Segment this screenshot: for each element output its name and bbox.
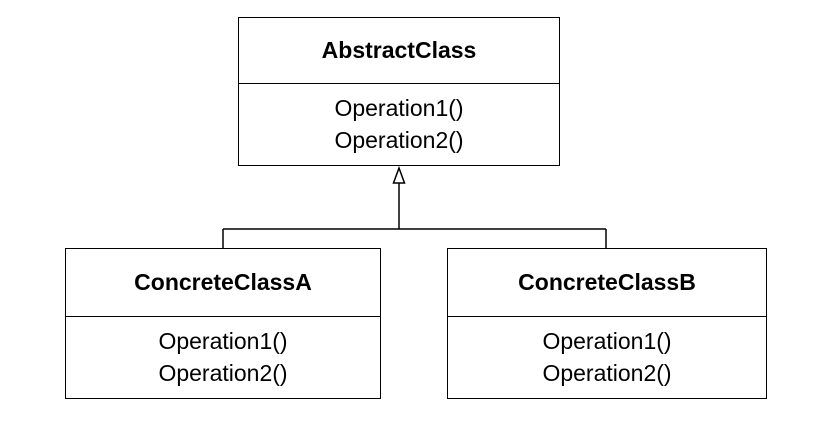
concrete-class-b-name: ConcreteClassB — [448, 249, 766, 317]
concrete-class-b-operations: Operation1() Operation2() — [448, 317, 766, 397]
abstract-operation-1: Operation1() — [334, 95, 464, 121]
abstract-operation-2: Operation2() — [334, 127, 464, 153]
abstract-class-operations: Operation1() Operation2() — [239, 84, 559, 164]
concrete-class-a-box: ConcreteClassA Operation1() Operation2() — [65, 248, 381, 399]
concrete-b-operation-2: Operation2() — [542, 360, 672, 386]
concrete-class-a-name: ConcreteClassA — [66, 249, 380, 317]
inheritance-arrowhead-icon — [392, 165, 406, 184]
concrete-class-b-box: ConcreteClassB Operation1() Operation2() — [447, 248, 767, 399]
concrete-a-operation-1: Operation1() — [158, 328, 288, 354]
abstract-class-box: AbstractClass Operation1() Operation2() — [238, 17, 560, 166]
concrete-a-operation-2: Operation2() — [158, 360, 288, 386]
abstract-class-name: AbstractClass — [239, 18, 559, 84]
concrete-class-a-operations: Operation1() Operation2() — [66, 317, 380, 397]
concrete-b-operation-1: Operation1() — [542, 328, 672, 354]
